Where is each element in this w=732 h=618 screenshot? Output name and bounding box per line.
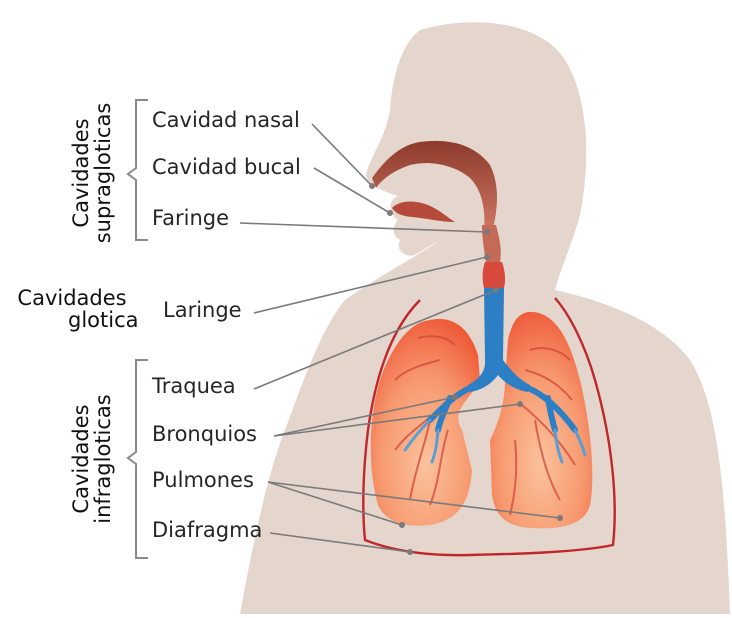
group-infragloticas-line1: Cavidades [70,374,92,544]
bracket-supra [128,100,148,240]
label-cavidad-nasal: Cavidad nasal [152,110,300,131]
group-infragloticas-line2: infragloticas [92,374,114,544]
group-glotica-line2: glotica [12,309,132,331]
label-faringe: Faringe [152,208,229,229]
group-supragloticas-line2: supragloticas [92,98,114,248]
label-diafragma: Diafragma [152,520,262,541]
group-supragloticas-line1: Cavidades [70,98,92,248]
group-supragloticas: Cavidades supragloticas [70,98,116,248]
label-pulmones: Pulmones [152,470,254,491]
group-infragloticas: Cavidades infragloticas [70,374,116,544]
label-traquea: Traquea [152,376,236,397]
group-glotica: Cavidades glotica [12,287,132,331]
label-bronquios: Bronquios [152,424,257,445]
label-laringe: Laringe [163,300,242,321]
label-cavidad-bucal: Cavidad bucal [152,157,301,178]
larynx-shape [483,262,505,288]
group-glotica-line1: Cavidades [12,287,132,309]
bracket-infra [128,360,148,558]
